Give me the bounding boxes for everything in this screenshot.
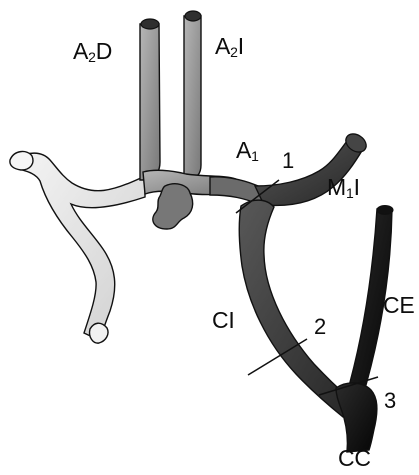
a2l-top-cap	[185, 11, 201, 21]
label-segment-2: 2	[314, 316, 326, 338]
label-a2d: A2D	[73, 40, 112, 63]
label-a1: A1	[236, 139, 259, 162]
anterior-cerebral-vessels	[140, 11, 263, 229]
a2d-top-cap	[141, 19, 159, 29]
label-ce: CE	[383, 294, 415, 317]
left-lateral-cap	[10, 151, 33, 170]
internal-carotid-and-middle-cerebral	[239, 130, 393, 452]
a2l-vessel	[184, 16, 201, 180]
label-cl: CI	[212, 309, 235, 332]
label-a2l: A2I	[215, 35, 244, 58]
ce-top-cap	[377, 206, 393, 215]
label-segment-3: 3	[384, 390, 396, 412]
cc-vessel	[336, 383, 377, 452]
label-m1l: M1I	[327, 176, 360, 199]
ci-vessel	[239, 200, 357, 417]
left-anterior-vessel-group	[10, 151, 145, 343]
label-segment-1: 1	[282, 150, 294, 172]
left-inferior-branch	[90, 323, 108, 343]
a2d-vessel	[140, 24, 160, 180]
label-cc: CC	[338, 447, 371, 470]
left-lateral-branch	[16, 153, 145, 341]
